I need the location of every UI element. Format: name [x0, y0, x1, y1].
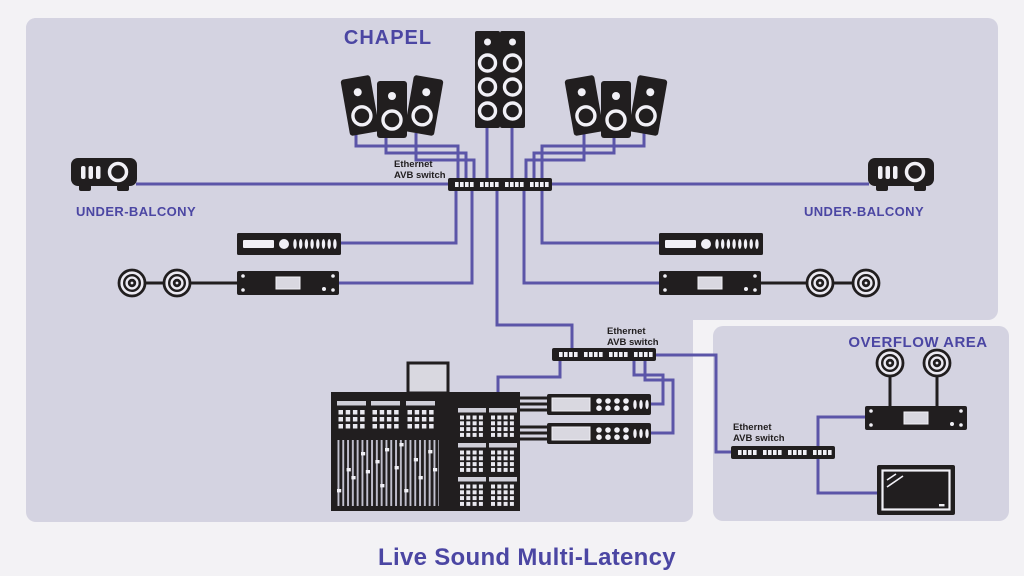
under-balcony-label-left: UNDER-BALCONY	[76, 204, 196, 219]
column-speaker-icon	[473, 29, 502, 130]
multicore-stagebox-1	[520, 396, 548, 412]
cable-speaker-right-2	[532, 131, 616, 181]
chapel-title: CHAPEL	[344, 27, 432, 49]
cable-switch-to-switch	[495, 189, 574, 350]
cable-to-overflow-switch	[655, 353, 732, 454]
cable-speaker-right-3	[524, 133, 586, 181]
multicore-stagebox-2	[520, 425, 548, 441]
stage-switch-label: Ethernet AVB switch	[607, 326, 659, 348]
cable-speaker-left-2	[384, 131, 468, 181]
ceiling-speaker-icon	[875, 348, 905, 378]
mixing-console-icon	[331, 361, 520, 511]
ceiling-speaker-icon	[922, 348, 952, 378]
amplifier-icon	[864, 405, 968, 431]
cable-speaker-left-1	[354, 133, 460, 181]
amplifier-icon	[658, 270, 762, 296]
stagebox-icon	[546, 393, 652, 416]
right-speaker-cluster	[562, 73, 670, 140]
avb-network-cables	[136, 128, 878, 495]
cable-overflow-monitor	[816, 458, 878, 495]
amplifier-icon	[236, 270, 340, 296]
ceiling-speaker-icon	[117, 268, 147, 298]
overflow-area-title: OVERFLOW AREA	[848, 334, 987, 351]
display-monitor-icon	[877, 465, 955, 515]
under-balcony-label-right: UNDER-BALCONY	[804, 204, 924, 219]
cable-amp-right	[522, 189, 660, 285]
cable-eq-left	[340, 189, 458, 245]
speaker-cables	[145, 281, 939, 441]
left-speaker-cluster	[338, 73, 446, 140]
overflow-switch-label: Ethernet AVB switch	[733, 422, 785, 444]
cable-speaker-right-1	[540, 133, 646, 181]
ethernet-switch-icon	[552, 348, 656, 361]
cable-speaker-left-3	[414, 133, 476, 181]
console-fader-caps	[337, 443, 438, 493]
ceiling-speaker-icon	[851, 268, 881, 298]
eq-processor-icon	[237, 233, 341, 255]
cable-stagebox-1	[632, 360, 665, 406]
main-switch-label: Ethernet AVB switch	[394, 159, 446, 181]
chapel-area-panel-lower	[26, 18, 693, 522]
center-column-speakers	[473, 29, 527, 130]
ethernet-switch-icon	[448, 178, 552, 191]
ceiling-speaker-icon	[162, 268, 192, 298]
bookshelf-speaker-icon	[599, 79, 633, 140]
ceiling-speaker-icon	[805, 268, 835, 298]
cable-stagebox-2	[643, 360, 675, 435]
ethernet-switch-icon	[731, 446, 835, 459]
stagebox-icon	[546, 422, 652, 445]
eq-processor-icon	[659, 233, 763, 255]
bookshelf-speaker-icon	[375, 79, 409, 140]
diagram-caption: Live Sound Multi-Latency	[378, 544, 676, 571]
cable-eq-right	[540, 189, 660, 245]
cable-overflow-amp	[816, 415, 866, 447]
column-speaker-icon	[498, 29, 527, 130]
cable-console	[496, 360, 562, 393]
console-screen	[406, 361, 450, 395]
cable-amp-left	[338, 189, 474, 285]
